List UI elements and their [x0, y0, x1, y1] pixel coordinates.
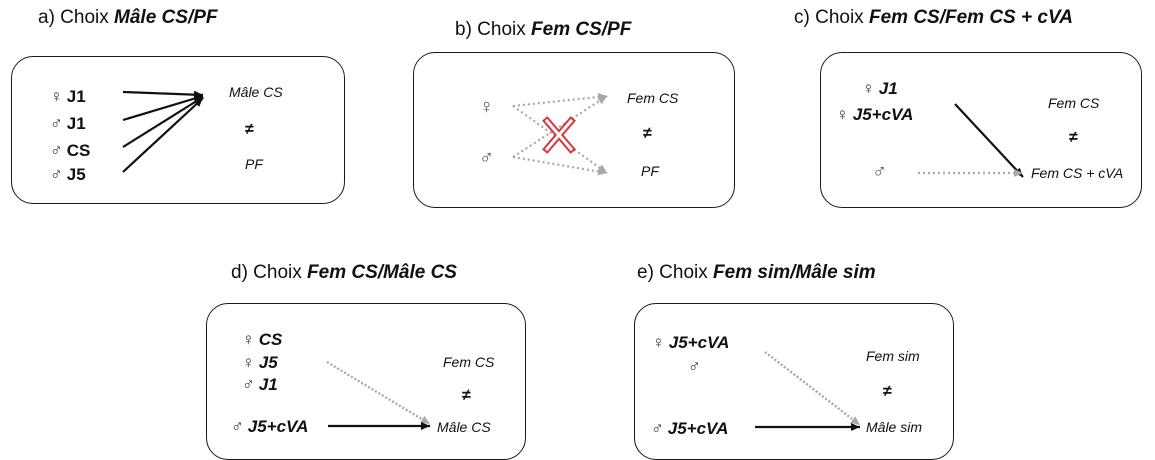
fly-label: ♂J5+cVA	[231, 417, 309, 436]
target-bottom-label: PF	[245, 156, 263, 172]
dotted-arrow	[512, 92, 608, 108]
dotted-arrow	[512, 105, 608, 174]
target-top-label: Mâle CS	[229, 84, 283, 100]
panel-e-box	[634, 303, 954, 460]
male-label: ♂	[688, 358, 705, 375]
panel-d-box	[206, 303, 526, 460]
female-symbol-icon: ♀	[50, 87, 63, 106]
fly-label: ♂J5	[50, 165, 86, 184]
male-symbol-icon: ♂	[872, 161, 887, 183]
not-equal-sign: ≠	[462, 387, 471, 404]
fly-label: ♀J5+cVA	[836, 105, 914, 124]
panel-c-title-emph: Fem CS/Fem CS + cVA	[868, 7, 1073, 28]
panel-a-title: a) Choix Mâle CS/PF	[38, 7, 218, 28]
fly-label: ♀J5	[242, 353, 278, 372]
target-top-label: Fem CS	[443, 354, 495, 370]
female-symbol-icon: ♀	[242, 353, 255, 372]
panel-a-title-emph: Mâle CS/PF	[114, 7, 218, 28]
male-symbol-icon: ♂	[50, 141, 63, 160]
dotted-arrow	[512, 155, 608, 176]
panel-b-title-emph: Fem CS/PF	[531, 19, 632, 40]
male-label: ♂	[479, 148, 498, 168]
target-top-label: Fem CS	[1048, 95, 1100, 111]
panel-b-box	[413, 52, 735, 208]
target-top-label: Fem CS	[627, 90, 679, 106]
male-label: ♂	[872, 162, 891, 182]
male-symbol-icon: ♂	[50, 165, 63, 184]
male-symbol-icon: ♂	[50, 114, 63, 133]
solid-arrow	[122, 97, 204, 173]
fly-label: ♂J1	[50, 114, 86, 133]
dotted-arrow	[326, 360, 431, 426]
fly-label: ♂CS	[50, 141, 91, 160]
female-symbol-icon: ♀	[479, 96, 494, 118]
fly-label: ♀J1	[862, 79, 898, 98]
panel-d-title-emph: Fem CS/Mâle CS	[307, 262, 457, 283]
not-equal-sign: ≠	[245, 121, 254, 138]
panel-b-title: b) Choix Fem CS/PF	[455, 19, 632, 40]
male-symbol-icon: ♂	[688, 357, 701, 376]
not-equal-sign: ≠	[1069, 129, 1078, 146]
panel-c-title: c) Choix Fem CS/Fem CS + cVA	[794, 7, 1073, 28]
fly-label: ♀J5+cVA	[652, 333, 730, 352]
target-bottom-label: PF	[641, 163, 659, 179]
not-equal-sign: ≠	[643, 125, 652, 142]
target-top-label: Fem sim	[866, 348, 920, 364]
solid-arrow	[122, 90, 204, 99]
male-symbol-icon: ♂	[242, 375, 255, 394]
female-symbol-icon: ♀	[652, 333, 665, 352]
target-bottom-label: Mâle CS	[437, 419, 491, 435]
not-equal-sign: ≠	[883, 383, 892, 400]
male-symbol-icon: ♂	[479, 147, 494, 169]
female-symbol-icon: ♀	[242, 330, 255, 349]
female-symbol-icon: ♀	[862, 79, 875, 98]
fly-label: ♂J5+cVA	[651, 419, 729, 438]
target-bottom-label: Fem CS + cVA	[1031, 165, 1124, 181]
panel-a-box	[11, 56, 345, 204]
dotted-arrow	[764, 351, 861, 426]
male-symbol-icon: ♂	[231, 417, 244, 436]
cross-icon	[542, 116, 576, 154]
female-symbol-icon: ♀	[836, 105, 849, 124]
panel-e-title: e) Choix Fem sim/Mâle sim	[637, 262, 876, 283]
fly-label: ♀CS	[242, 330, 283, 349]
female-label: ♀	[479, 97, 498, 117]
solid-arrow	[122, 96, 204, 148]
panel-e-title-emph: Fem sim/Mâle sim	[713, 262, 876, 283]
panel-c-box	[820, 52, 1142, 208]
fly-label: ♂J1	[242, 375, 278, 394]
panel-d-title: d) Choix Fem CS/Mâle CS	[231, 262, 457, 283]
male-symbol-icon: ♂	[651, 419, 664, 438]
dotted-arrow	[512, 95, 608, 158]
target-bottom-label: Mâle sim	[866, 419, 923, 435]
solid-arrow	[954, 103, 1024, 178]
fly-label: ♀J1	[50, 87, 86, 106]
solid-arrow	[122, 94, 204, 122]
